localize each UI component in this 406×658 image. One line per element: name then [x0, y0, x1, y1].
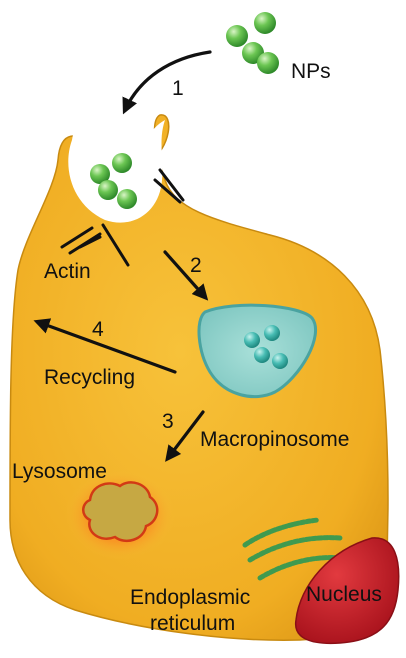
er-label-line2: reticulum [150, 612, 235, 635]
step-2-label: 2 [190, 254, 202, 277]
recycling-label: Recycling [44, 366, 135, 389]
step-1-label: 1 [172, 77, 184, 100]
actin-label: Actin [44, 260, 91, 283]
external-nanoparticles [226, 12, 279, 74]
nps-label: NPs [291, 60, 331, 83]
er-label-line1: Endoplasmic [130, 586, 250, 609]
step-3-label: 3 [162, 410, 174, 433]
lysosome-label: Lysosome [12, 460, 107, 483]
arrow-step-1 [125, 52, 210, 110]
step-4-label: 4 [92, 318, 104, 341]
macropinosome-label: Macropinosome [200, 428, 349, 451]
nucleus-label: Nucleus [306, 583, 382, 606]
lysosome [65, 470, 175, 560]
